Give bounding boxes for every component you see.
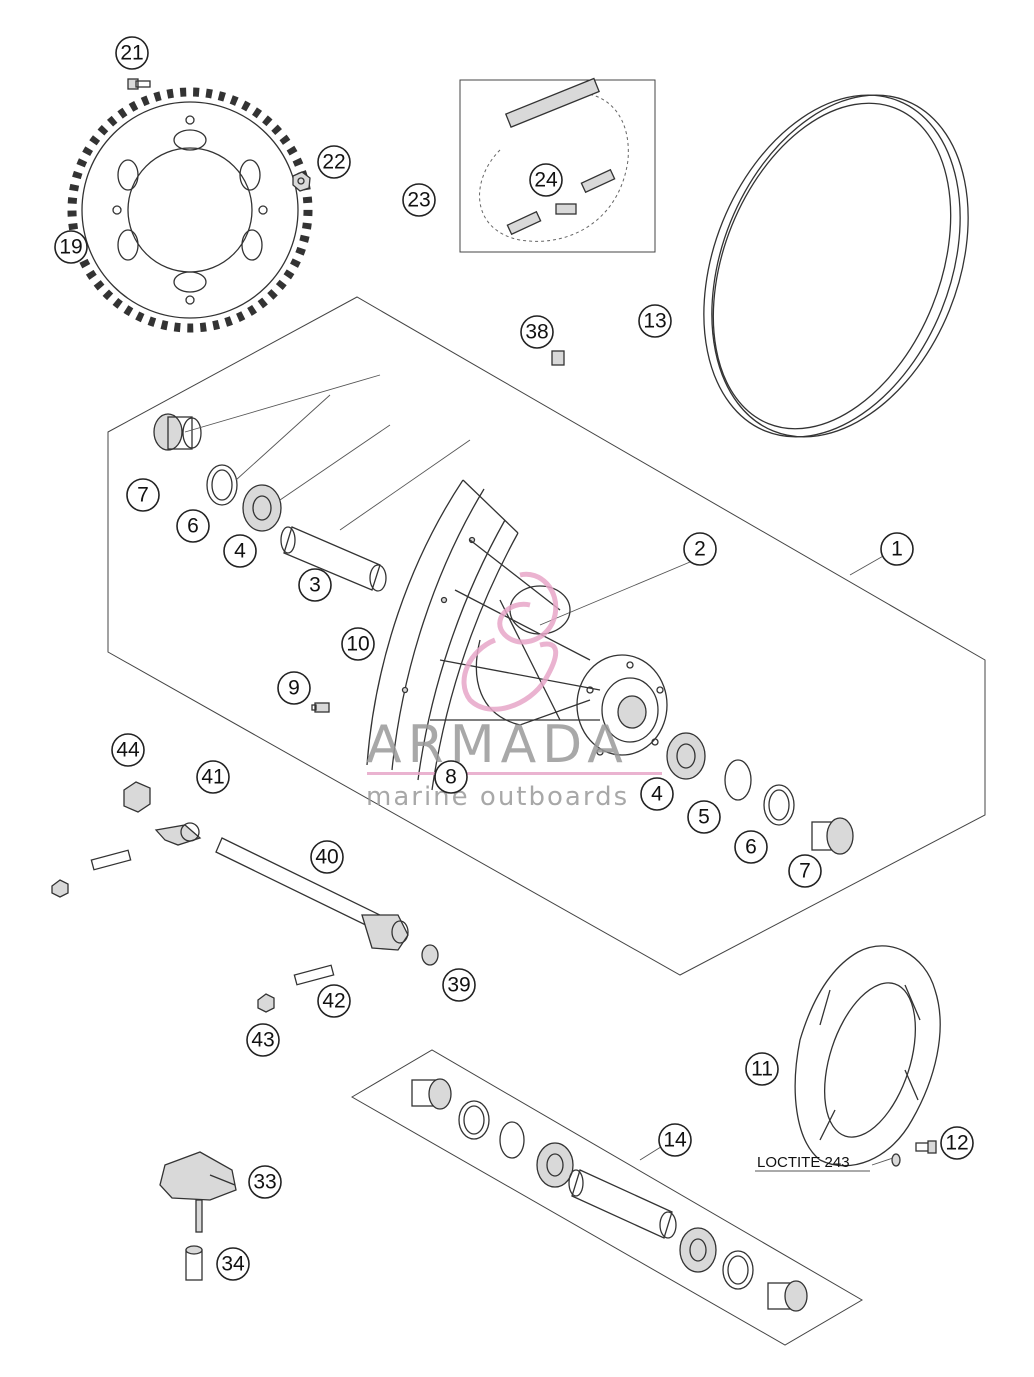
wheel-hub bbox=[430, 539, 668, 756]
callout-6-left: 6 bbox=[176, 509, 210, 543]
callout-19: 19 bbox=[54, 230, 88, 264]
watermark-brand: ARMADA bbox=[366, 715, 629, 775]
callout-4-left: 4 bbox=[223, 534, 257, 568]
callout-4-right: 4 bbox=[640, 777, 674, 811]
svg-text:44: 44 bbox=[116, 739, 140, 762]
svg-text:43: 43 bbox=[251, 1029, 274, 1052]
callout-39: 39 bbox=[442, 968, 476, 1002]
callout-group: 21 22 19 23 24 38 13 7 6 4 3 2 1 10 9 44… bbox=[54, 36, 974, 1281]
loctite-label: LOCTITE 243 bbox=[757, 1154, 850, 1171]
svg-text:23: 23 bbox=[407, 189, 430, 212]
callout-21: 21 bbox=[115, 36, 149, 70]
svg-text:34: 34 bbox=[221, 1253, 245, 1276]
svg-text:2: 2 bbox=[694, 538, 706, 561]
svg-text:9: 9 bbox=[288, 677, 300, 700]
callout-22: 22 bbox=[317, 145, 351, 179]
adjuster-bolt-right bbox=[293, 964, 335, 986]
adjuster-nut-right bbox=[257, 993, 275, 1013]
valve-cap bbox=[551, 350, 565, 366]
svg-text:38: 38 bbox=[525, 321, 548, 344]
disc-bolt bbox=[891, 1140, 937, 1167]
callout-33: 33 bbox=[248, 1165, 282, 1199]
axle-plug bbox=[421, 944, 439, 966]
svg-text:1: 1 bbox=[891, 538, 903, 561]
svg-text:42: 42 bbox=[322, 990, 345, 1013]
callout-34: 34 bbox=[216, 1247, 250, 1281]
callout-2: 2 bbox=[683, 532, 717, 566]
svg-text:7: 7 bbox=[137, 484, 149, 507]
callout-43: 43 bbox=[246, 1023, 280, 1057]
svg-text:4: 4 bbox=[234, 540, 246, 563]
seal-ring-right bbox=[763, 784, 795, 826]
svg-text:24: 24 bbox=[534, 169, 558, 192]
chain-adjuster bbox=[154, 822, 202, 846]
tyre bbox=[703, 94, 969, 438]
svg-text:22: 22 bbox=[322, 151, 345, 174]
drive-chain bbox=[479, 77, 629, 242]
callout-44: 44 bbox=[111, 733, 145, 767]
svg-text:12: 12 bbox=[945, 1132, 968, 1155]
bearing-left bbox=[242, 484, 282, 532]
svg-text:21: 21 bbox=[120, 42, 143, 65]
spoke-nipple bbox=[311, 702, 330, 713]
callout-7-left: 7 bbox=[126, 478, 160, 512]
sprocket-nut bbox=[292, 171, 311, 192]
svg-text:6: 6 bbox=[187, 515, 199, 538]
watermark-tagline: marine outboards bbox=[366, 782, 629, 812]
callout-7-right: 7 bbox=[788, 854, 822, 888]
callout-3: 3 bbox=[298, 568, 332, 602]
brake-disc bbox=[794, 945, 941, 1167]
callout-10: 10 bbox=[341, 627, 375, 661]
svg-text:19: 19 bbox=[59, 236, 82, 259]
adjuster-bolt-left bbox=[51, 849, 132, 898]
callout-12: 12 bbox=[940, 1126, 974, 1160]
callout-24: 24 bbox=[529, 163, 563, 197]
bearing-right bbox=[666, 732, 706, 780]
armada-logo: ARMADA marine outboards bbox=[366, 571, 662, 812]
stand-pin bbox=[185, 1245, 203, 1281]
svg-text:8: 8 bbox=[445, 766, 457, 789]
svg-text:3: 3 bbox=[309, 574, 321, 597]
spacer-right bbox=[811, 817, 854, 855]
svg-text:7: 7 bbox=[799, 860, 811, 883]
svg-text:39: 39 bbox=[447, 974, 470, 997]
callout-9: 9 bbox=[277, 671, 311, 705]
stand-plug bbox=[159, 1151, 237, 1233]
svg-text:10: 10 bbox=[346, 633, 369, 656]
callout-8: 8 bbox=[434, 760, 468, 794]
callout-1: 1 bbox=[880, 532, 914, 566]
svg-text:33: 33 bbox=[253, 1171, 276, 1194]
callout-13: 13 bbox=[638, 304, 672, 338]
svg-text:11: 11 bbox=[751, 1058, 773, 1081]
sprocket-bolt bbox=[127, 78, 151, 90]
adjuster-nut bbox=[123, 781, 151, 813]
hub-sub-box bbox=[351, 1049, 863, 1346]
callout-42: 42 bbox=[317, 984, 351, 1018]
circlip bbox=[724, 759, 752, 801]
svg-text:5: 5 bbox=[698, 806, 710, 829]
svg-text:40: 40 bbox=[315, 846, 338, 869]
rear-sprocket bbox=[67, 87, 313, 333]
callout-11: 11 bbox=[745, 1052, 779, 1086]
spacer-left bbox=[153, 413, 202, 451]
callout-40: 40 bbox=[310, 840, 344, 874]
chain-kit-box bbox=[459, 79, 656, 253]
hub-kit-parts bbox=[411, 1078, 808, 1312]
callout-41: 41 bbox=[196, 760, 230, 794]
svg-text:13: 13 bbox=[643, 310, 666, 333]
svg-text:14: 14 bbox=[663, 1129, 687, 1152]
svg-text:6: 6 bbox=[745, 836, 757, 859]
wheel-assembly-box bbox=[107, 296, 986, 976]
callout-38: 38 bbox=[520, 315, 554, 349]
callout-6-right: 6 bbox=[734, 830, 768, 864]
rear-axle bbox=[215, 837, 409, 951]
seal-ring-left bbox=[206, 464, 238, 506]
callout-23: 23 bbox=[402, 183, 436, 217]
svg-text:4: 4 bbox=[651, 783, 663, 806]
callout-14: 14 bbox=[658, 1123, 692, 1157]
axle-spacer-tube bbox=[280, 526, 387, 592]
callout-5: 5 bbox=[687, 800, 721, 834]
svg-text:41: 41 bbox=[201, 766, 224, 789]
